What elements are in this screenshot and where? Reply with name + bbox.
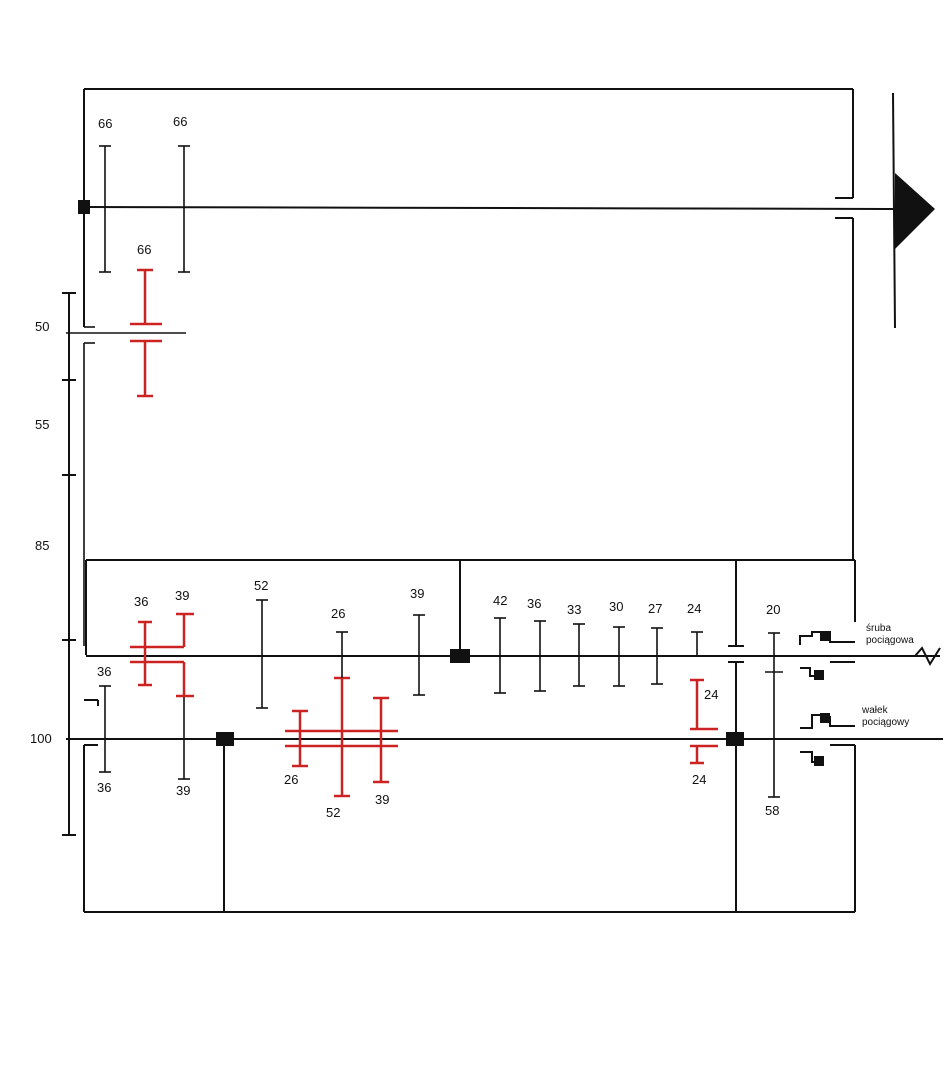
gear-42 bbox=[494, 617, 506, 694]
label-66-red: 66 bbox=[137, 242, 151, 257]
label-dim-55: 55 bbox=[35, 417, 49, 432]
feed-shaft-label-2: pociągowy bbox=[862, 717, 909, 728]
bearing-marks-right bbox=[728, 645, 744, 663]
gear-30 bbox=[613, 626, 625, 687]
label-30: 30 bbox=[609, 599, 623, 614]
label-39-top: 39 bbox=[175, 588, 189, 603]
spindle-shaft bbox=[78, 92, 935, 329]
label-52-top: 52 bbox=[254, 578, 268, 593]
gear-39-shaft bbox=[413, 614, 425, 696]
feed-shaft-coupling-block-2 bbox=[814, 756, 824, 766]
label-39-bot: 39 bbox=[176, 783, 190, 798]
label-66-top-right: 66 bbox=[173, 114, 187, 129]
label-24-mid: 24 bbox=[704, 687, 718, 702]
label-26-top: 26 bbox=[331, 606, 345, 621]
label-36: 36 bbox=[527, 596, 541, 611]
gearbox-lower-shaft bbox=[66, 732, 943, 746]
gear-33 bbox=[573, 623, 585, 687]
gear-24-top bbox=[691, 631, 703, 656]
red-gear-36-39-block bbox=[130, 612, 194, 698]
label-dim-100: 100 bbox=[30, 731, 52, 746]
label-58: 58 bbox=[765, 803, 779, 818]
label-33: 33 bbox=[567, 602, 581, 617]
gear-52 bbox=[256, 599, 268, 709]
lead-screw-coupling-block-2 bbox=[814, 670, 824, 680]
label-52-bot: 52 bbox=[326, 805, 340, 820]
label-24-bot: 24 bbox=[692, 772, 706, 787]
label-66-top-left: 66 bbox=[98, 116, 112, 131]
label-20: 20 bbox=[766, 602, 780, 617]
label-dim-85: 85 bbox=[35, 538, 49, 553]
lead-screw-label-2: pociągowa bbox=[866, 635, 914, 646]
label-dim-50: 50 bbox=[35, 319, 49, 334]
feed-shaft-coupling-block bbox=[820, 713, 830, 723]
gear-26-upper-black bbox=[336, 631, 348, 678]
gear-36 bbox=[534, 620, 546, 692]
gear-27 bbox=[651, 627, 663, 685]
gear-66-red bbox=[130, 268, 162, 398]
feed-shaft-label-1: wałek bbox=[861, 705, 889, 716]
intermediate-shaft bbox=[66, 326, 186, 646]
gear-66-right bbox=[178, 145, 190, 273]
lead-screw-coupling-block bbox=[820, 631, 830, 641]
label-39-bot2: 39 bbox=[375, 792, 389, 807]
label-26-bot: 26 bbox=[284, 772, 298, 787]
label-24-top: 24 bbox=[687, 601, 701, 616]
gear-39-left bbox=[178, 696, 190, 780]
label-36-mid: 36 bbox=[97, 664, 111, 679]
gearbox-housing bbox=[83, 559, 856, 913]
gearbox-upper-shaft bbox=[86, 649, 940, 663]
red-gear-24-clutch bbox=[690, 678, 718, 765]
gear-36-small-left bbox=[99, 685, 111, 773]
center-distance-dimension bbox=[62, 292, 76, 836]
label-27: 27 bbox=[648, 601, 662, 616]
lead-screw-label-1: śruba bbox=[866, 623, 891, 634]
upper-housing bbox=[83, 88, 854, 560]
gear-20-58 bbox=[765, 632, 783, 798]
label-36-top: 36 bbox=[134, 594, 148, 609]
red-gear-26-52-39-block bbox=[285, 676, 398, 798]
label-36-bot: 36 bbox=[97, 780, 111, 795]
label-39-shaft: 39 bbox=[410, 586, 424, 601]
gear-66-left bbox=[99, 145, 111, 273]
label-42: 42 bbox=[493, 593, 507, 608]
